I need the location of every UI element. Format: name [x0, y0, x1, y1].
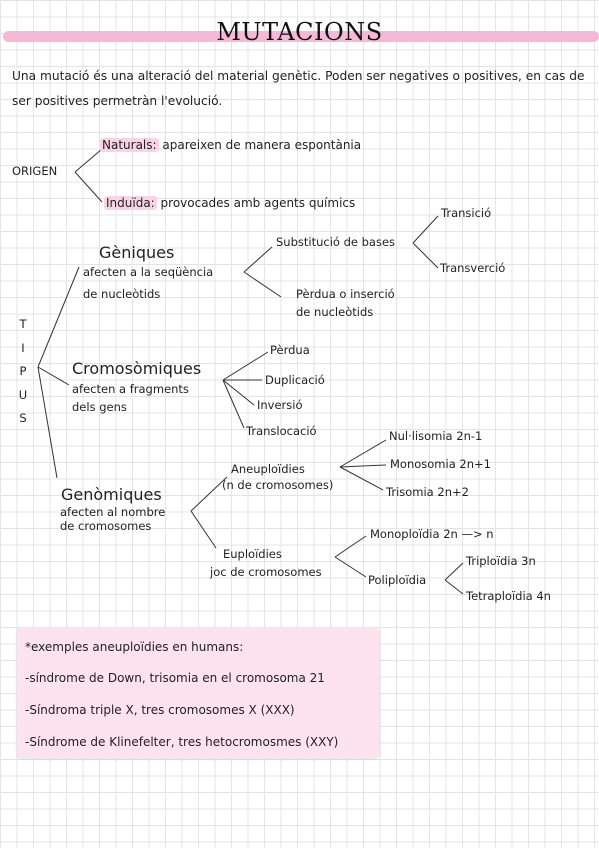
geniques-title: Gèniques: [99, 243, 175, 262]
naturals-term: Naturals:: [100, 138, 159, 152]
monoploidia: Monoploïdia 2n —> n: [370, 527, 494, 541]
euploidies-desc: joc de cromosomes: [210, 565, 322, 579]
tipus-vertical-label: T I P U S: [17, 313, 29, 431]
substitucio-bases: Substitució de bases: [276, 235, 396, 249]
cromosomiques-desc-line1: afecten a fragments: [72, 382, 189, 396]
aneuploidies-title: Aneuploïdies: [231, 462, 305, 476]
cromosomica-translocacio: Translocació: [246, 424, 317, 438]
tipus-letter: P: [19, 364, 27, 378]
geniques-desc-line1: afecten a la seqüència: [83, 265, 214, 279]
transversio: Transverció: [440, 261, 506, 275]
tipus-letter: T: [19, 317, 27, 331]
title-highlight-bar: [3, 31, 599, 42]
tipus-letter: I: [21, 340, 25, 355]
monosomia: Monosomia 2n+1: [390, 457, 491, 471]
cromosomica-inversio: Inversió: [257, 398, 303, 412]
geniques-desc-line2: de nucleòtids: [83, 287, 161, 301]
transicio: Transició: [441, 206, 492, 220]
cromosomiques-title: Cromosòmiques: [72, 359, 202, 378]
genomiques-title: Genòmiques: [61, 485, 162, 504]
examples-note-box: *exemples aneuploïdies en humans: -síndr…: [17, 627, 379, 758]
origen-label: ORIGEN: [12, 164, 58, 178]
tipus-letter: U: [18, 387, 28, 402]
note-line-klinefelter: -Síndrome de Klinefelter, tres hetocromo…: [25, 735, 339, 749]
poliploidia: Poliploïdia: [368, 573, 427, 587]
genomiques-desc-line1: afecten al nombre: [60, 505, 166, 519]
cromosomica-perdua: Pèrdua: [270, 343, 310, 357]
origen-induida: Induïda: provocades amb agents químics: [104, 196, 355, 210]
perdua-insercio-line1: Pèrdua o inserció: [296, 287, 395, 301]
tipus-letter: S: [19, 411, 27, 425]
nullisomia: Nul·lisomia 2n-1: [389, 429, 483, 443]
note-line-down: -síndrome de Down, trisomia en el cromos…: [25, 671, 325, 685]
euploidies-title: Euploïdies: [223, 547, 282, 561]
cromosomica-duplicacio: Duplicació: [265, 373, 325, 387]
triploidia: Triploïdia 3n: [466, 554, 536, 568]
perdua-insercio-line2: de nucleòtids: [296, 305, 374, 319]
origen-naturals: Naturals: apareixen de manera espontània: [100, 138, 361, 152]
intro-paragraph: Una mutació és una alteració del materia…: [12, 69, 585, 108]
naturals-desc: apareixen de manera espontània: [158, 138, 362, 152]
induida-desc: provocades amb agents químics: [156, 196, 356, 210]
cromosomiques-desc-line2: dels gens: [72, 400, 127, 414]
induida-term: Induïda:: [104, 196, 157, 210]
tetraploidia: Tetraploïdia 4n: [466, 589, 551, 603]
page-title: MUTACIONS: [216, 18, 383, 46]
note-line-triple-x: -Síndroma triple X, tres cromosomes X (X…: [25, 703, 295, 717]
genomiques-desc-line2: de cromosomes: [60, 519, 152, 533]
note-heading: *exemples aneuploïdies en humans:: [25, 640, 244, 654]
trisomia: Trisomia 2n+2: [386, 485, 469, 499]
aneuploidies-desc: (n de cromosomes): [222, 478, 334, 492]
